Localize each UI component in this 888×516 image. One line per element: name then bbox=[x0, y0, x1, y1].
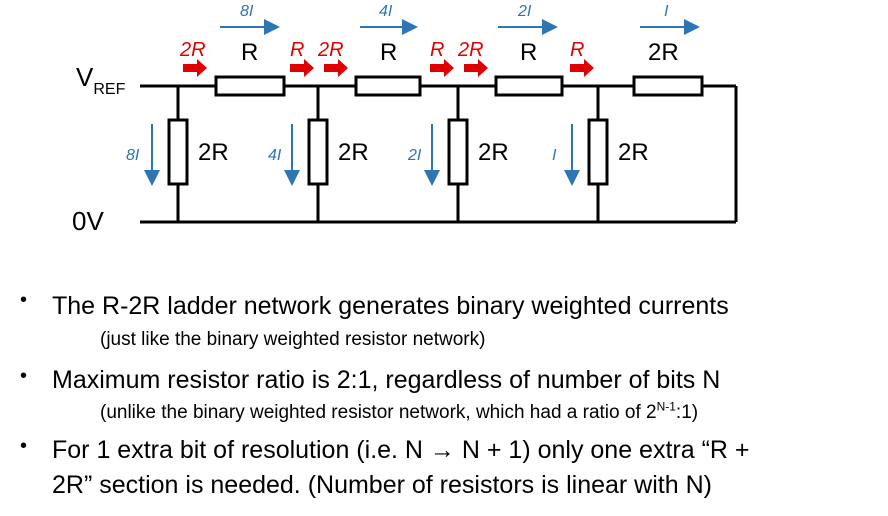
red-arrow-3 bbox=[324, 59, 348, 77]
series-resistor-4 bbox=[632, 75, 704, 97]
red-arrow-4 bbox=[430, 59, 454, 77]
red-label-5: 2R bbox=[457, 39, 484, 61]
top-current-label-2: 4I bbox=[379, 3, 393, 20]
red-arrow-6 bbox=[570, 59, 594, 77]
bullet-2-text: Maximum resistor ratio is 2:1, regardles… bbox=[52, 366, 721, 394]
shunt-resistor-label-4: 2R bbox=[618, 139, 649, 166]
bullet-dot-3: • bbox=[20, 435, 28, 457]
bullet-3-line-1: For 1 extra bit of resolution (i.e. N → … bbox=[52, 436, 750, 464]
shunt-resistor-label-3: 2R bbox=[478, 139, 509, 166]
series-resistor-label-1: R bbox=[241, 39, 258, 66]
shunt-resistor-label-1: 2R bbox=[198, 139, 229, 166]
shunt-resistor-label-2: 2R bbox=[338, 139, 369, 166]
bullet-1-sub: (just like the binary weighted resistor … bbox=[100, 329, 486, 350]
bullet-2-sub: (unlike the binary weighted resistor net… bbox=[100, 399, 699, 423]
red-label-3: 2R bbox=[317, 39, 344, 61]
zero-volt-label: 0V bbox=[72, 206, 104, 236]
red-label-4: R bbox=[430, 39, 444, 61]
bullet-dot-1: • bbox=[20, 289, 28, 311]
red-label-6: R bbox=[570, 39, 584, 61]
series-resistor-1 bbox=[214, 75, 286, 97]
series-resistor-label-4: 2R bbox=[648, 39, 679, 66]
bullet-dot-2: • bbox=[20, 365, 28, 387]
red-label-2: R bbox=[290, 39, 304, 61]
series-resistor-label-3: R bbox=[520, 39, 537, 66]
shunt-resistor-4 bbox=[587, 118, 609, 186]
vref-label: VREF bbox=[76, 62, 126, 98]
series-resistor-label-2: R bbox=[380, 39, 397, 66]
shunt-resistor-1 bbox=[167, 118, 189, 186]
shunt-resistor-2 bbox=[307, 118, 329, 186]
red-label-1: 2R bbox=[179, 39, 206, 61]
red-arrow-2 bbox=[290, 59, 314, 77]
bullet-1-text: The R-2R ladder network generates binary… bbox=[52, 292, 729, 320]
red-arrow-5 bbox=[464, 59, 488, 77]
series-resistor-3 bbox=[494, 75, 564, 97]
red-arrow-1 bbox=[183, 59, 207, 77]
r2r-ladder-diagram: VREF 0V R R R 2R 2R 2R 2R 2R 2R R 2R R 2… bbox=[72, 3, 738, 236]
down-current-label-3: 2I bbox=[407, 147, 422, 164]
down-current-label-4: I bbox=[552, 147, 557, 164]
top-current-label-1: 8I bbox=[240, 3, 254, 20]
top-current-label-3: 2I bbox=[517, 3, 532, 20]
down-current-label-1: 8I bbox=[126, 147, 140, 164]
series-resistor-2 bbox=[354, 75, 422, 97]
top-current-label-4: I bbox=[664, 3, 669, 20]
shunt-resistor-3 bbox=[447, 118, 469, 186]
down-current-label-2: 4I bbox=[268, 147, 282, 164]
bullet-3-line-2: 2R” section is needed. (Number of resist… bbox=[52, 471, 712, 499]
